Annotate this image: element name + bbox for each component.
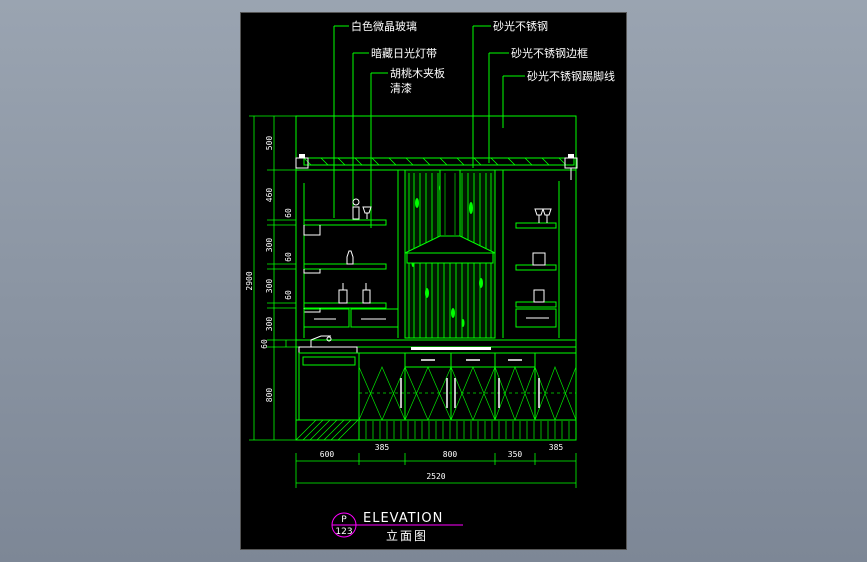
elevation-title: ELEVATION: [363, 511, 443, 526]
dim-h-3: 350: [508, 450, 523, 459]
ceiling-soffit: [295, 154, 578, 180]
vertical-dimension-labels: 2900 500 460 60 300 60 300 60 300 60 800: [245, 136, 293, 403]
dim-v-4: 60: [284, 252, 293, 262]
left-shelves: [303, 170, 399, 338]
elevation-subtitle: 立面图: [386, 528, 428, 543]
dim-v-7: 300: [265, 317, 274, 332]
counter-top: [295, 335, 577, 354]
dim-v-3: 300: [265, 238, 274, 253]
label-varnish: 清漆: [390, 82, 412, 95]
drawing-sheet: 白色微晶玻璃 暗藏日光灯带 胡桃木夹板 清漆 砂光不锈钢 砂光不锈钢边框 砂光不…: [241, 13, 626, 549]
label-hidden-fluorescent-strip: 暗藏日光灯带: [371, 46, 437, 60]
title-block: P 123 ELEVATION 立面图: [331, 511, 463, 543]
dim-h-2: 800: [443, 450, 458, 459]
decor-bottles: [338, 198, 372, 304]
bubble-top: P: [341, 515, 347, 525]
dim-v-5: 300: [265, 279, 274, 294]
horizontal-dimension-lines: [295, 453, 577, 488]
dim-v-8: 60: [260, 339, 269, 349]
dim-h-0: 600: [320, 450, 335, 459]
dim-h-1: 385: [375, 443, 390, 452]
label-satin-stainless-baseboard: 砂光不锈钢踢脚线: [527, 69, 615, 83]
label-satin-stainless-edge: 砂光不锈钢边框: [511, 46, 588, 60]
label-satin-stainless: 砂光不锈钢: [493, 19, 548, 33]
lower-cabinets: [295, 352, 577, 441]
right-shelves: [502, 170, 560, 338]
dim-v-2: 60: [284, 208, 293, 218]
dim-total-height: 2900: [245, 271, 254, 290]
label-white-frosted-glass: 白色微晶玻璃: [351, 19, 417, 33]
horizontal-dimension-labels: 600 385 800 350 385 2520: [320, 443, 564, 481]
dim-h-total: 2520: [426, 472, 445, 481]
dim-v-0: 500: [265, 136, 274, 151]
dim-v-6: 60: [284, 290, 293, 300]
label-walnut-veneer: 胡桃木夹板: [390, 66, 445, 80]
range-hood: [404, 169, 496, 264]
dim-h-4: 385: [549, 443, 564, 452]
leader-lines: [333, 25, 525, 228]
elevation-drawing: 白色微晶玻璃 暗藏日光灯带 胡桃木夹板 清漆 砂光不锈钢 砂光不锈钢边框 砂光不…: [245, 19, 615, 543]
bubble-bottom: 123: [335, 527, 352, 537]
dim-v-9: 800: [265, 388, 274, 403]
vertical-dimension-lines: [249, 115, 296, 441]
dim-v-1: 460: [265, 188, 274, 203]
